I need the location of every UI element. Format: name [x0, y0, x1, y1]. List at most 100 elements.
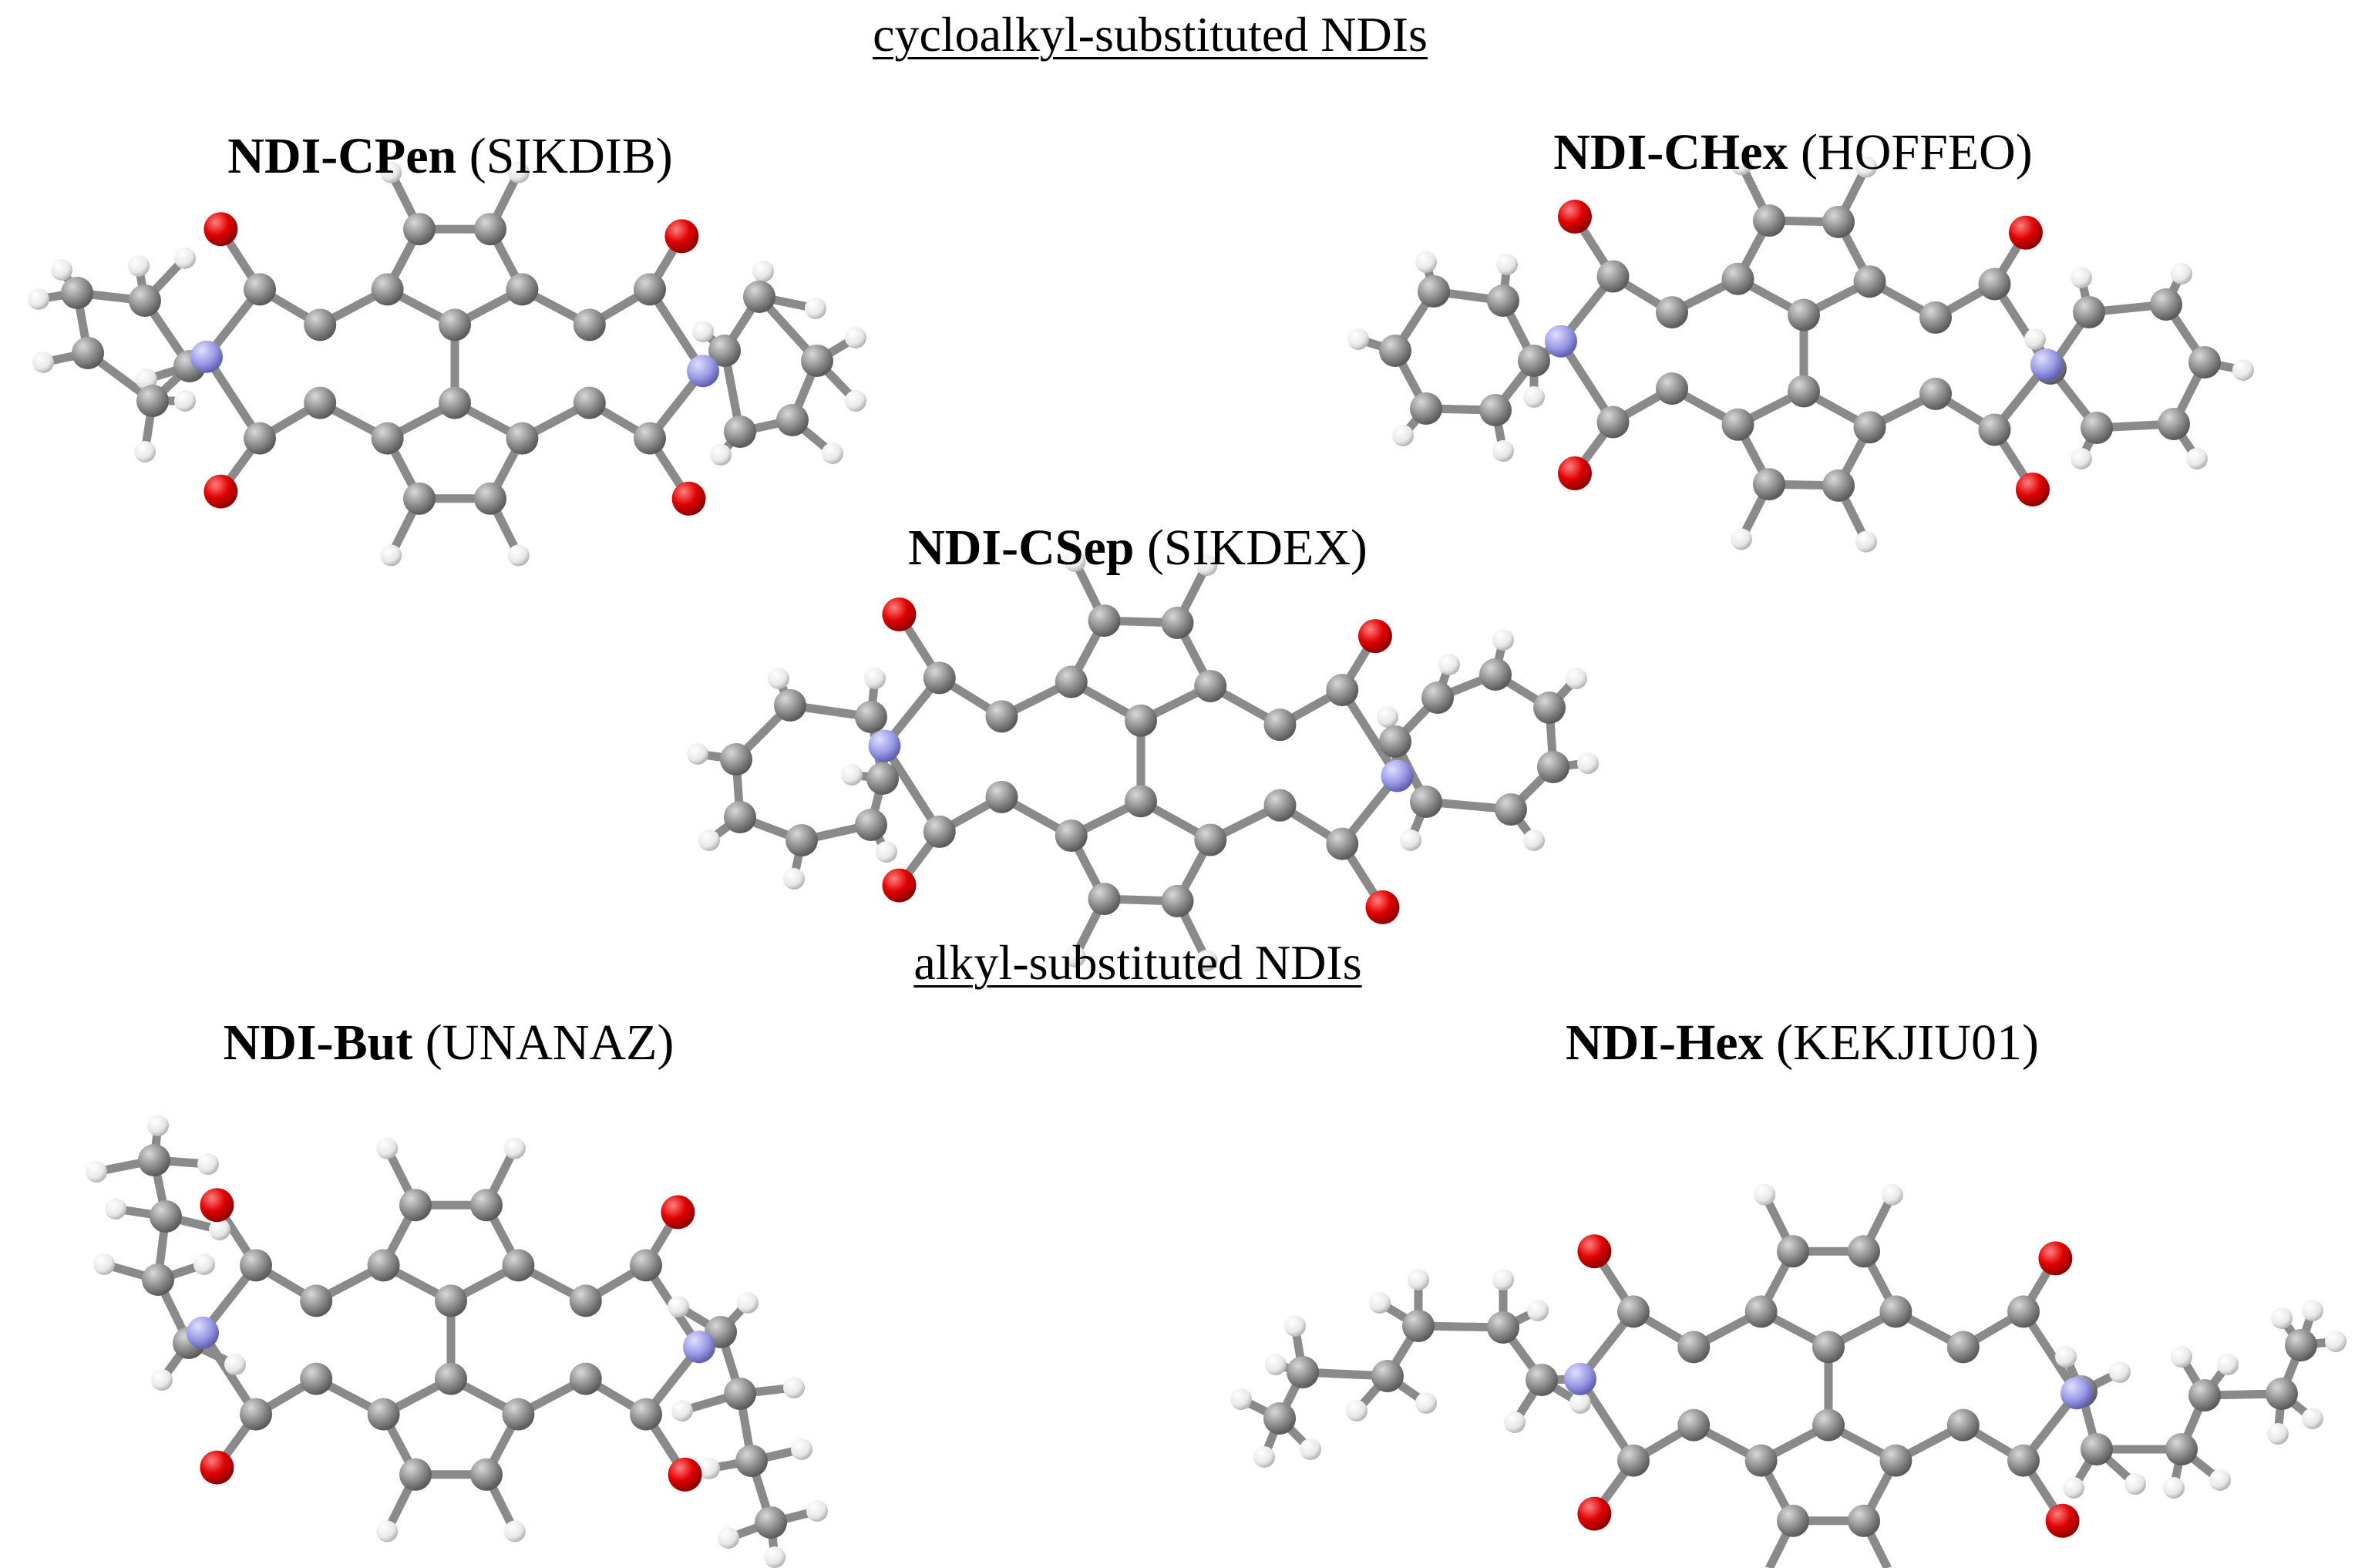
- carbon-atom: [474, 482, 506, 515]
- carbon-atom: [300, 1284, 333, 1317]
- carbon-atom: [1777, 1235, 1809, 1268]
- nitrogen-atom: [687, 355, 719, 388]
- carbon-atom: [1410, 786, 1442, 818]
- carbon-atom: [502, 1398, 535, 1431]
- carbon-atom: [1263, 708, 1297, 742]
- hydrogen-atom: [193, 1253, 215, 1275]
- carbon-atom: [1721, 262, 1754, 295]
- carbon-atom: [1848, 1504, 1880, 1537]
- carbon-atom: [776, 404, 809, 436]
- carbon-atom: [855, 809, 887, 841]
- carbon-atom: [1379, 335, 1411, 367]
- carbon-atom: [1263, 789, 1297, 822]
- hydrogen-atom: [2302, 1408, 2323, 1429]
- carbon-atom: [2266, 1378, 2298, 1410]
- carbon-atom: [61, 277, 93, 309]
- carbon-atom: [1753, 468, 1785, 501]
- bond: [2019, 1307, 2081, 1398]
- oxygen-atom: [1558, 200, 1592, 234]
- bond: [202, 352, 264, 443]
- hydrogen-atom: [2186, 448, 2208, 469]
- carbon-atom: [2285, 1329, 2317, 1361]
- carbon-atom: [1418, 275, 1450, 308]
- hydrogen-atom: [1438, 654, 1460, 675]
- oxygen-atom: [1358, 619, 1392, 654]
- carbon-atom: [1677, 1331, 1711, 1364]
- hydrogen-atom: [1492, 440, 1514, 462]
- hydrogen-atom: [2071, 267, 2092, 288]
- carbon-atom: [1596, 260, 1630, 293]
- carbon-atom: [1161, 884, 1194, 917]
- carbon-atom: [573, 308, 606, 342]
- molecule-ndi-but: [86, 1115, 828, 1568]
- carbon-atom: [1326, 674, 1359, 707]
- hydrogen-atom: [1492, 1269, 1514, 1290]
- carbon-atom: [435, 1284, 467, 1317]
- carbon-atom: [150, 1200, 182, 1233]
- hydrogen-atom: [32, 352, 54, 373]
- carbon-atom: [2188, 346, 2221, 379]
- hydrogen-atom: [783, 868, 805, 890]
- molecule-name: NDI-Hex: [1565, 1014, 1764, 1071]
- carbon-atom: [1194, 823, 1227, 856]
- hydrogen-atom: [1346, 1400, 1367, 1422]
- hydrogen-atom: [737, 1292, 759, 1314]
- carbon-atom: [371, 422, 404, 455]
- nitrogen-atom: [868, 729, 901, 762]
- hydrogen-atom: [806, 1500, 828, 1522]
- carbon-atom: [1788, 375, 1820, 408]
- hydrogen-atom: [380, 544, 402, 567]
- carbon-atom: [1812, 1408, 1845, 1442]
- carbon-atom: [755, 1506, 787, 1539]
- hydrogen-atom: [2171, 1346, 2192, 1368]
- carbon-atom: [1617, 1295, 1650, 1328]
- carbon-atom: [304, 386, 337, 419]
- carbon-atom: [985, 700, 1018, 733]
- carbon-atom: [502, 1249, 535, 1282]
- oxygen-atom: [668, 1457, 702, 1492]
- nitrogen-atom: [187, 1316, 219, 1349]
- hydrogen-atom: [503, 1137, 526, 1159]
- carbon-atom: [2007, 1444, 2040, 1477]
- carbon-atom: [866, 762, 899, 795]
- oxygen-atom: [661, 1195, 695, 1230]
- nitrogen-atom: [683, 1331, 715, 1364]
- hydrogen-atom: [1523, 386, 1545, 408]
- hydrogen-atom: [1064, 945, 1086, 967]
- hydrogen-atom: [1855, 530, 1877, 553]
- hydrogen-atom: [2109, 1361, 2131, 1383]
- molecule-label-ndi-but: NDI-But (UNANAZ): [224, 1014, 674, 1072]
- carbon-atom: [403, 482, 436, 515]
- carbon-atom: [724, 416, 756, 448]
- molecule-code: (SIKDEX): [1146, 520, 1367, 576]
- oxygen-atom: [200, 1188, 234, 1223]
- carbon-atom: [1946, 1331, 1980, 1364]
- carbon-atom: [1978, 268, 2011, 301]
- carbon-atom: [1617, 1444, 1650, 1477]
- carbon-atom: [1194, 669, 1227, 702]
- carbon-atom: [774, 689, 806, 722]
- hydrogen-atom: [1230, 1388, 1252, 1410]
- carbon-atom: [1596, 405, 1630, 439]
- carbon-atom: [1326, 827, 1359, 860]
- carbon-atom: [1656, 372, 1688, 405]
- carbon-atom: [136, 385, 169, 417]
- carbon-atom: [1495, 793, 1527, 826]
- hydrogen-atom: [1569, 1392, 1591, 1414]
- hydrogen-atom: [128, 255, 150, 277]
- molecule-code: (UNANAZ): [425, 1014, 674, 1071]
- oxygen-atom: [1558, 456, 1592, 491]
- carbon-atom: [1410, 392, 1442, 425]
- bond: [1337, 685, 1401, 780]
- carbon-atom: [138, 1144, 170, 1176]
- carbon-atom: [470, 1189, 503, 1222]
- hydrogen-atom: [783, 1377, 805, 1398]
- hydrogen-atom: [1492, 629, 1514, 651]
- hydrogen-atom: [791, 1438, 812, 1460]
- carbon-atom: [1744, 1295, 1778, 1328]
- hydrogen-atom: [822, 442, 843, 464]
- hydrogen-atom: [698, 829, 720, 851]
- carbon-atom: [371, 273, 404, 306]
- carbon-atom: [630, 1249, 662, 1282]
